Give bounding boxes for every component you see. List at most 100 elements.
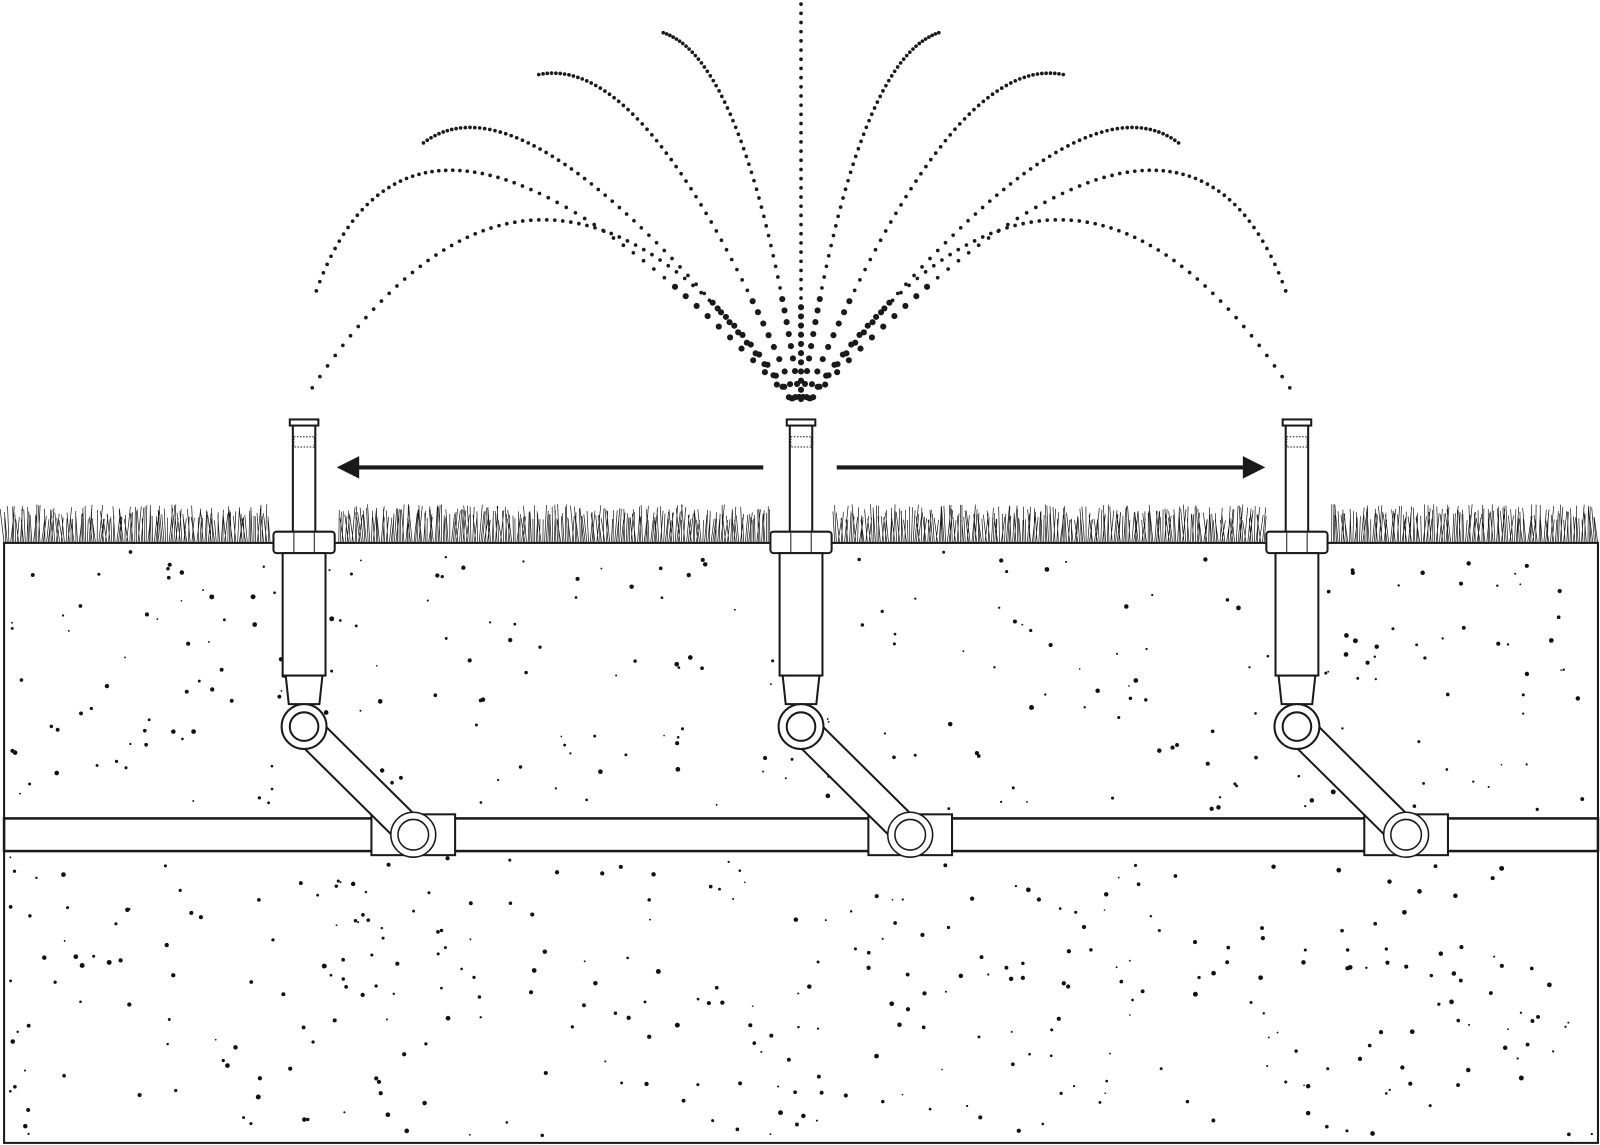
soil-dot xyxy=(1061,981,1066,986)
soil-dot xyxy=(543,1070,548,1076)
soil-dot xyxy=(1303,948,1307,952)
soil-dot xyxy=(733,608,736,611)
spray-droplet xyxy=(727,334,734,341)
soil-dot xyxy=(1036,897,1042,902)
spray-droplet xyxy=(1256,232,1261,236)
soil-dot xyxy=(880,609,884,614)
spray-droplet xyxy=(616,99,621,104)
spray-droplet xyxy=(770,372,777,379)
soil-dot xyxy=(330,669,334,673)
spray-droplet xyxy=(686,273,690,278)
soil-dot xyxy=(61,614,65,617)
soil-dot xyxy=(1420,570,1425,576)
soil-dot xyxy=(1516,1057,1519,1060)
soil-dot xyxy=(897,1022,902,1027)
spray-droplet xyxy=(664,151,669,155)
soil-dot xyxy=(700,557,705,562)
nozzle-cap xyxy=(1281,418,1313,427)
spray-droplet xyxy=(1252,225,1256,230)
spray-droplet xyxy=(684,44,688,49)
soil-dot xyxy=(542,949,548,954)
spray-droplet xyxy=(598,86,603,90)
spray-droplet xyxy=(571,74,576,78)
spray-droplet xyxy=(1161,168,1166,173)
soil-dot xyxy=(179,570,185,575)
spray-droplet xyxy=(799,57,803,62)
spray-droplet xyxy=(799,29,803,34)
spray-droplet xyxy=(749,298,756,305)
soil-dot xyxy=(752,1041,757,1045)
soil-dot xyxy=(748,1023,753,1028)
soil-dot xyxy=(1521,693,1525,697)
soil-dot xyxy=(1010,1030,1013,1033)
grass-patch xyxy=(832,504,1267,543)
spray-droplet xyxy=(1052,71,1057,76)
soil-dot xyxy=(1262,1012,1266,1015)
spray-droplet xyxy=(585,223,589,228)
soil-dot xyxy=(554,870,560,875)
sprinkler-body xyxy=(1274,552,1320,677)
soil-dot xyxy=(1370,1131,1375,1136)
soil-dot xyxy=(769,1033,774,1038)
sprinkler-body xyxy=(778,552,824,677)
spray-droplet xyxy=(694,282,698,287)
soil-dot xyxy=(1324,671,1328,675)
soil-dot xyxy=(1556,615,1561,620)
spray-droplet xyxy=(341,343,345,348)
spray-droplet xyxy=(733,125,738,130)
soil-dot xyxy=(790,757,794,761)
spray-droplet xyxy=(799,75,803,80)
spray-droplet xyxy=(848,170,853,175)
spray-droplet xyxy=(626,107,630,112)
soil-dot xyxy=(1567,1132,1571,1137)
soil-dot xyxy=(1185,1099,1190,1104)
soil-dot xyxy=(1029,705,1034,710)
soil-dot xyxy=(1525,763,1528,766)
soil-dot xyxy=(18,792,21,795)
spray-droplet xyxy=(719,238,724,243)
spray-droplet xyxy=(914,179,918,183)
spray-droplet xyxy=(1148,243,1153,248)
soil-dot xyxy=(54,770,60,776)
soil-texture xyxy=(8,550,1593,1138)
spray-droplet xyxy=(976,103,981,108)
soil-dot xyxy=(901,898,904,901)
spray-droplet xyxy=(1054,150,1058,155)
spray-droplet xyxy=(752,350,759,357)
arrow-right-icon xyxy=(1242,456,1266,479)
spray-droplet xyxy=(433,133,437,138)
spray-droplet xyxy=(671,283,679,290)
spray-droplet xyxy=(1017,77,1022,81)
soil-dot xyxy=(540,1133,544,1138)
spray-droplet xyxy=(894,211,898,216)
spray-droplet xyxy=(943,240,948,245)
soil-dot xyxy=(288,1066,293,1071)
soil-dot xyxy=(164,942,169,948)
spray-droplet xyxy=(899,290,903,295)
spray-droplet xyxy=(569,167,574,171)
spray-droplet xyxy=(859,139,863,144)
spray-droplet xyxy=(704,313,711,320)
spray-droplet xyxy=(1205,182,1210,186)
spray-droplet xyxy=(976,243,981,248)
spray-droplet xyxy=(834,369,841,376)
spray-droplet xyxy=(819,356,826,363)
soil-dot xyxy=(1021,623,1024,626)
spray-droplet xyxy=(895,65,900,69)
soil-dot xyxy=(1117,715,1121,720)
soil-dot xyxy=(1404,964,1409,969)
spray-droplet xyxy=(593,225,597,230)
soil-dot xyxy=(976,754,981,758)
soil-dot xyxy=(941,1068,943,1071)
soil-dot xyxy=(920,932,925,937)
spray-droplet xyxy=(799,112,803,117)
soil-dot xyxy=(424,1042,428,1046)
spray-droplet xyxy=(512,180,517,185)
spray-droplet xyxy=(1022,75,1027,80)
spray-droplet xyxy=(1169,135,1173,140)
soil-dot xyxy=(1078,668,1081,670)
soil-dot xyxy=(1211,970,1216,976)
spray-droplet xyxy=(1083,135,1088,140)
soil-dot xyxy=(374,1076,379,1081)
soil-dot xyxy=(1365,966,1368,970)
